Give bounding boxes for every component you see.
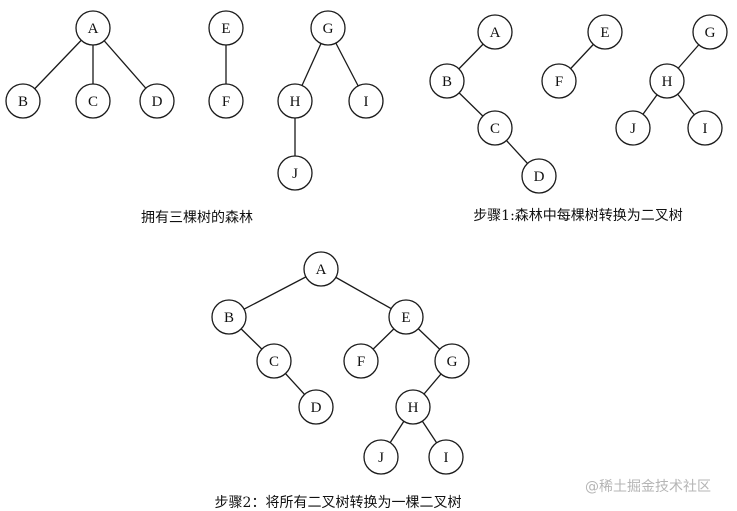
- node-label: F: [555, 74, 563, 90]
- node-I: I: [687, 110, 723, 146]
- node-J: J: [615, 110, 651, 146]
- node-label: C: [269, 354, 279, 370]
- node-label: A: [490, 25, 501, 41]
- node-label: G: [323, 21, 334, 37]
- node-I: I: [428, 439, 464, 475]
- node-circle: [348, 83, 384, 119]
- node-H: H: [649, 63, 685, 99]
- node-C: C: [477, 110, 513, 146]
- caption-forest: 拥有三棵树的森林: [141, 210, 253, 226]
- node-I: I: [348, 83, 384, 119]
- node-circle: [343, 343, 379, 379]
- node-label: A: [316, 262, 327, 278]
- node-circle: [208, 83, 244, 119]
- node-circle: [277, 83, 313, 119]
- panel-forest: A B C D E F G H I J: [5, 10, 384, 191]
- node-circle: [541, 63, 577, 99]
- node-H: H: [277, 83, 313, 119]
- node-F: F: [343, 343, 379, 379]
- node-circle: [687, 110, 723, 146]
- node-circle: [429, 63, 465, 99]
- node-circle: [298, 389, 334, 425]
- node-circle: [303, 251, 339, 287]
- node-circle: [256, 343, 292, 379]
- node-label: G: [447, 354, 458, 370]
- node-A: A: [303, 251, 339, 287]
- node-circle: [211, 299, 247, 335]
- node-circle: [208, 10, 244, 46]
- node-F: F: [541, 63, 577, 99]
- node-label: D: [152, 94, 163, 110]
- node-label: J: [630, 121, 636, 137]
- node-B: B: [211, 299, 247, 335]
- node-C: C: [256, 343, 292, 379]
- node-circle: [615, 110, 651, 146]
- node-D: D: [521, 158, 557, 194]
- node-circle: [649, 63, 685, 99]
- node-F: F: [208, 83, 244, 119]
- node-J: J: [363, 439, 399, 475]
- node-label: E: [600, 25, 609, 41]
- node-B: B: [429, 63, 465, 99]
- node-circle: [75, 10, 111, 46]
- node-label: J: [292, 166, 298, 182]
- node-circle: [388, 299, 424, 335]
- node-label: F: [357, 354, 365, 370]
- node-B: B: [5, 83, 41, 119]
- node-circle: [310, 10, 346, 46]
- watermark: @稀土掘金技术社区: [585, 479, 711, 495]
- node-D: D: [139, 83, 175, 119]
- node-G: G: [434, 343, 470, 379]
- node-circle: [395, 389, 431, 425]
- node-circle: [692, 14, 728, 50]
- node-label: J: [378, 450, 384, 466]
- node-label: C: [490, 121, 500, 137]
- node-label: B: [442, 74, 452, 90]
- node-E: E: [587, 14, 623, 50]
- node-G: G: [692, 14, 728, 50]
- node-label: E: [401, 310, 410, 326]
- node-label: I: [703, 121, 708, 137]
- node-circle: [434, 343, 470, 379]
- caption-step2: 步骤2：将所有二叉树转换为一棵二叉树: [214, 495, 462, 511]
- panel-step1: A B C D E F G H J I: [429, 14, 728, 194]
- node-circle: [277, 155, 313, 191]
- node-label: D: [311, 400, 322, 416]
- panel-step2: A B E C F G D H J I: [211, 251, 470, 475]
- node-E: E: [388, 299, 424, 335]
- node-circle: [428, 439, 464, 475]
- node-A: A: [477, 14, 513, 50]
- node-circle: [477, 14, 513, 50]
- node-label: E: [221, 21, 230, 37]
- node-D: D: [298, 389, 334, 425]
- node-G: G: [310, 10, 346, 46]
- node-label: H: [662, 74, 673, 90]
- node-circle: [75, 83, 111, 119]
- node-circle: [477, 110, 513, 146]
- node-circle: [363, 439, 399, 475]
- node-circle: [521, 158, 557, 194]
- node-label: I: [444, 450, 449, 466]
- node-circle: [139, 83, 175, 119]
- node-label: A: [88, 21, 99, 37]
- node-label: B: [224, 310, 234, 326]
- node-label: G: [705, 25, 716, 41]
- node-label: I: [364, 94, 369, 110]
- node-J: J: [277, 155, 313, 191]
- node-label: H: [408, 400, 419, 416]
- node-label: C: [88, 94, 98, 110]
- node-label: F: [222, 94, 230, 110]
- node-label: H: [290, 94, 301, 110]
- node-circle: [587, 14, 623, 50]
- node-circle: [5, 83, 41, 119]
- node-E: E: [208, 10, 244, 46]
- node-A: A: [75, 10, 111, 46]
- node-label: B: [18, 94, 28, 110]
- caption-step1: 步骤1:森林中每棵树转换为二叉树: [473, 208, 683, 224]
- node-H: H: [395, 389, 431, 425]
- node-C: C: [75, 83, 111, 119]
- node-label: D: [534, 169, 545, 185]
